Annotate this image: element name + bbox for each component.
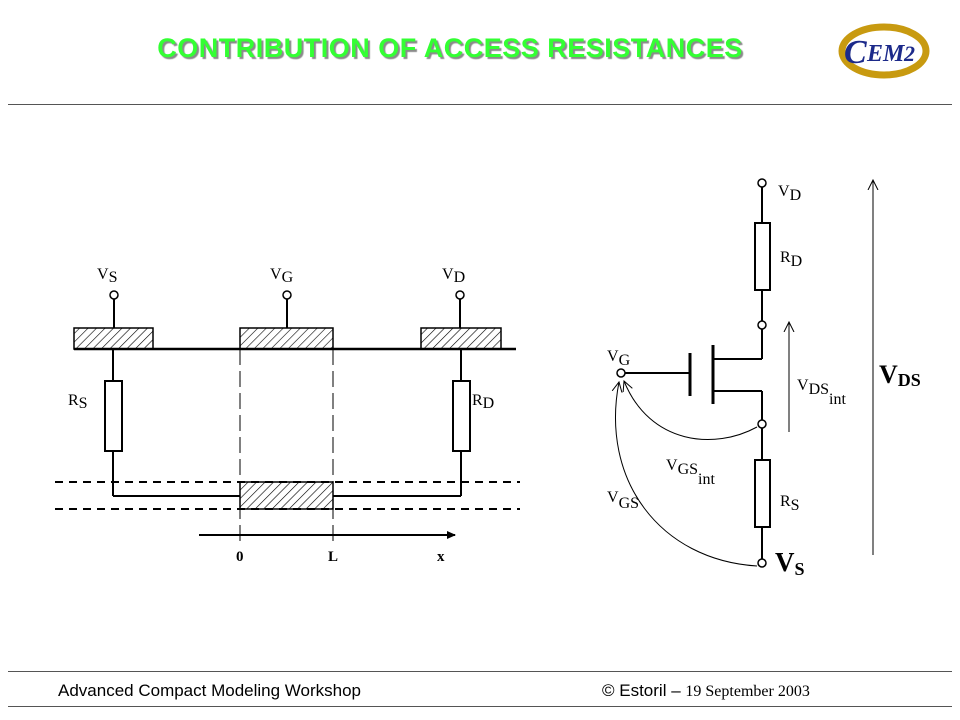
footer-workshop: Advanced Compact Modeling Workshop bbox=[58, 681, 362, 700]
label-vg: VG bbox=[270, 266, 294, 286]
logo-letter: C bbox=[844, 34, 867, 71]
cem2-logo: C EM 2 bbox=[838, 23, 930, 79]
circuit-vs-node bbox=[757, 558, 767, 568]
equivalent-circuit bbox=[615, 178, 873, 568]
footer-date: 19 September 2003 bbox=[685, 683, 810, 700]
footer-rule-bottom bbox=[8, 706, 952, 707]
logo-text: EM bbox=[866, 41, 906, 67]
footer-copyright-prefix: © Estoril – bbox=[602, 681, 686, 700]
circuit-label-vs: VS bbox=[775, 547, 805, 579]
header-rule bbox=[8, 104, 952, 105]
circuit-label-rs: RS bbox=[780, 493, 800, 514]
circuit-label-vgs-int: VGSint bbox=[666, 457, 715, 488]
circuit-label-vds: VDS bbox=[879, 360, 921, 390]
channel-region bbox=[239, 481, 334, 510]
circuit-source-int-node bbox=[757, 419, 767, 429]
circuit-vg-node bbox=[616, 368, 626, 378]
circuit-label-rd: RD bbox=[780, 249, 802, 270]
axis-origin-label: 0 bbox=[236, 549, 244, 565]
device-structure bbox=[55, 290, 520, 545]
circuit-label-vg: VG bbox=[607, 348, 631, 369]
logo-ring bbox=[838, 23, 930, 79]
circuit-label-vd: VD bbox=[778, 183, 801, 204]
axis-x-label: x bbox=[437, 549, 445, 565]
circuit-label-vgs: VGS bbox=[607, 489, 639, 512]
circuit-drain-int-node bbox=[757, 320, 767, 330]
circuit-vd-node bbox=[757, 178, 767, 188]
rs-resistor bbox=[104, 380, 123, 452]
vg-terminal bbox=[282, 290, 292, 300]
slide-title: CONTRIBUTION OF ACCESS RESISTANCES bbox=[157, 33, 743, 63]
source-contact bbox=[73, 327, 154, 350]
vgs-int-arrow bbox=[624, 381, 758, 441]
circuit-rs bbox=[754, 459, 771, 528]
vd-terminal bbox=[455, 290, 465, 300]
label-rd: RD bbox=[472, 392, 494, 412]
axis-length-label: L bbox=[328, 549, 338, 565]
circuit-rd bbox=[754, 222, 771, 291]
drain-contact bbox=[420, 327, 502, 350]
label-rs: RS bbox=[68, 392, 88, 412]
footer-rule-top bbox=[8, 671, 952, 672]
vs-terminal bbox=[109, 290, 119, 300]
logo-digit: 2 bbox=[903, 41, 915, 66]
circuit-label-vds-int: VDSint bbox=[797, 377, 846, 408]
rd-resistor bbox=[452, 380, 471, 452]
gate-contact bbox=[239, 327, 334, 350]
footer-copyright: © Estoril – 19 September 2003 bbox=[602, 681, 810, 701]
label-vs: VS bbox=[97, 266, 117, 286]
vgs-arrow bbox=[615, 382, 758, 567]
label-vd: VD bbox=[442, 266, 465, 286]
